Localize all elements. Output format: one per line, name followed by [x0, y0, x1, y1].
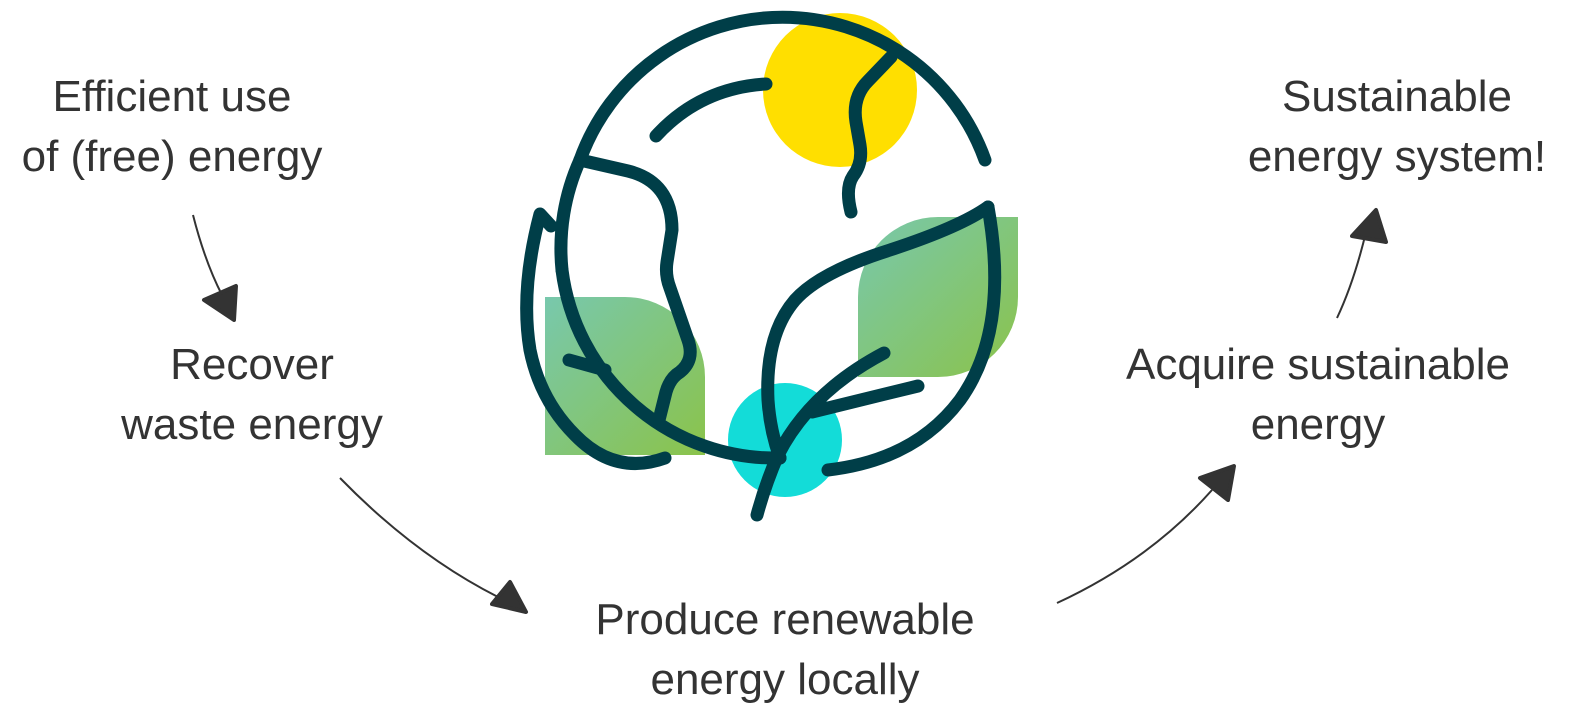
sun-shape [763, 13, 917, 167]
arrowhead-1 [202, 284, 238, 322]
arrow-produce-to-acquire [1056, 489, 1213, 604]
arrowhead-2 [490, 580, 528, 614]
step-produce-renewable: Produce renewable energy locally [595, 590, 974, 710]
step-label-line: Acquire sustainable [1125, 340, 1511, 389]
leaf-fill-right [858, 217, 1018, 377]
step-label-line: Efficient use [52, 72, 292, 121]
step-label-line: energy locally [650, 655, 920, 704]
step-recover-waste: Recover waste energy [121, 335, 383, 455]
step-sustainable-system: Sustainable energy system! [1248, 67, 1546, 187]
step-label-line: waste energy [121, 400, 383, 449]
globe-leaf-icon [520, 10, 1018, 522]
step-label-line: energy [1250, 400, 1386, 449]
arrow-recover-to-produce [339, 477, 499, 598]
step-label-line: Sustainable [1282, 72, 1512, 121]
arrow-efficient-to-recover [192, 214, 223, 296]
step-label-line: of (free) energy [21, 132, 323, 181]
arrow-acquire-to-sustainable [1336, 231, 1367, 319]
arrowhead-3 [1198, 464, 1236, 502]
step-label-line: Produce renewable [595, 595, 975, 644]
step-acquire-sustainable: Acquire sustainable energy [1126, 335, 1510, 455]
step-label-line: Recover [170, 340, 334, 389]
arrowhead-4 [1350, 208, 1388, 244]
step-label-line: energy system! [1247, 132, 1547, 181]
step-efficient-use: Efficient use of (free) energy [22, 67, 323, 187]
